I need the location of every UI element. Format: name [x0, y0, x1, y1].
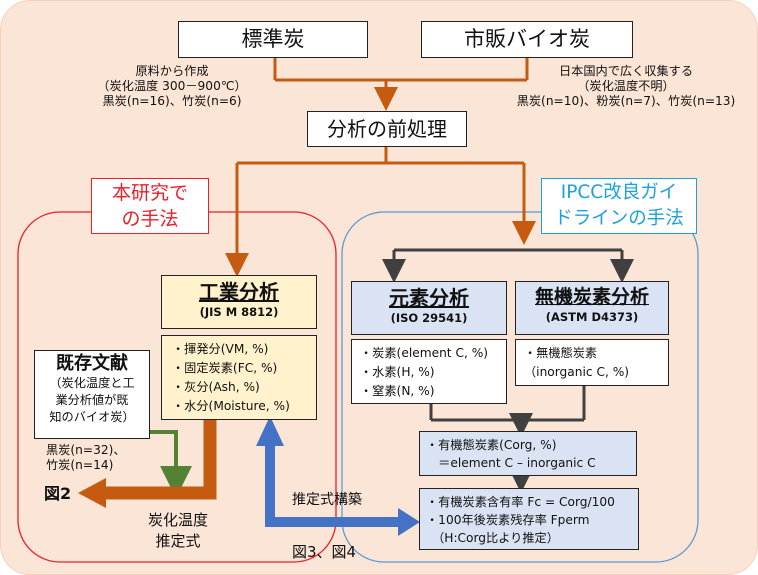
inorganic-item: ・無機態炭素: [524, 346, 598, 360]
proximate-item: ・揮発分(VM, %): [172, 342, 269, 356]
ipcc-connectors: [382, 248, 634, 493]
ultimate-analysis-items: ・炭素(element C, %) ・水素(H, %) ・窒素(N, %): [351, 339, 507, 404]
standard-sample-note: 原料から作成 （炭化温度 300－900℃） 黒炭(n=16)、竹炭(n=6): [97, 64, 247, 108]
inorganic-analysis-standard: (ASTM D4373): [545, 310, 639, 325]
organic-carbon-box: ・有機態炭素(Corg, %) ＝element C – inorganic C: [419, 431, 637, 476]
ultimate-analysis-title: 元素分析: [389, 286, 469, 310]
merge-connector: [273, 58, 529, 111]
this-study-method-label: 本研究で の手法: [111, 182, 188, 230]
organic-carbon-text: ・有機態炭素(Corg, %) ＝element C – inorganic C: [426, 438, 596, 470]
proximate-analysis-standard: (JIS M 8812): [199, 305, 279, 320]
proximate-item: ・固定炭素(FC, %): [172, 361, 278, 375]
results-text: ・有機炭素含有率 Fc = Corg/100 ・100年後炭素残存率 Fperm…: [426, 495, 615, 545]
proximate-analysis-header: 工業分析 (JIS M 8812): [161, 275, 317, 329]
inorganic-item: （inorganic C, %): [524, 365, 630, 379]
proximate-item: ・水分(Moisture, %): [172, 399, 290, 413]
ultimate-analysis-standard: (ISO 29541): [390, 311, 468, 326]
literature-counts: 黒炭(n=32)、 竹炭(n=14): [46, 443, 126, 472]
ultimate-analysis-header: 元素分析 (ISO 29541): [351, 281, 507, 335]
ultimate-item: ・炭素(element C, %): [360, 346, 489, 360]
ipcc-region: [341, 211, 699, 563]
inorganic-analysis-title: 無機炭素分析: [534, 286, 649, 308]
literature-box: 既存文献 （炭化温度と工 業分析値が既 知のバイオ炭）: [34, 350, 150, 439]
results-box: ・有機炭素含有率 Fc = Corg/100 ・100年後炭素残存率 Fperm…: [419, 488, 639, 550]
commercial-sample-note: 日本国内で広く収集する （炭化温度不明） 黒炭(n=10)、粉炭(n=7)、竹炭…: [516, 64, 736, 108]
literature-description: （炭化温度と工 業分析値が既 知のバイオ炭）: [49, 375, 135, 424]
ipcc-method-label-box: IPCC改良ガイ ドラインの手法: [541, 178, 697, 234]
ultimate-item: ・窒素(N, %): [360, 384, 435, 398]
inorganic-analysis-items: ・無機態炭素 （inorganic C, %): [515, 339, 669, 386]
inorganic-analysis-header: 無機炭素分析 (ASTM D4373): [515, 281, 669, 335]
proximate-analysis-items: ・揮発分(VM, %) ・固定炭素(FC, %) ・灰分(Ash, %) ・水分…: [161, 335, 317, 420]
fig3-fig4-label: 図3、図4: [292, 543, 357, 561]
ipcc-method-label: IPCC改良ガイ ドラインの手法: [554, 182, 684, 229]
fig2-label: 図2: [44, 484, 72, 503]
proximate-item: ・灰分(Ash, %): [172, 380, 260, 394]
this-study-method-label-box: 本研究で の手法: [91, 178, 209, 234]
proximate-analysis-title: 工業分析: [199, 280, 279, 304]
split-connector: [225, 147, 536, 277]
standard-charcoal-label: 標準炭: [241, 27, 305, 51]
pretreatment-label: 分析の前処理: [327, 117, 447, 141]
pretreatment-box: 分析の前処理: [307, 111, 467, 147]
literature-arrow: [150, 430, 192, 498]
standard-charcoal-box: 標準炭: [178, 21, 368, 58]
estimation-arrow: [256, 416, 420, 536]
temperature-estimation-label: 炭化温度 推定式: [147, 511, 208, 550]
fig2-arrow: [78, 420, 217, 508]
literature-title: 既存文献: [56, 353, 128, 374]
commercial-biochar-label: 市販バイオ炭: [464, 27, 590, 51]
formula-construction-label: 推定式構築: [292, 492, 362, 508]
commercial-biochar-box: 市販バイオ炭: [421, 21, 633, 58]
ultimate-item: ・水素(H, %): [360, 365, 435, 379]
